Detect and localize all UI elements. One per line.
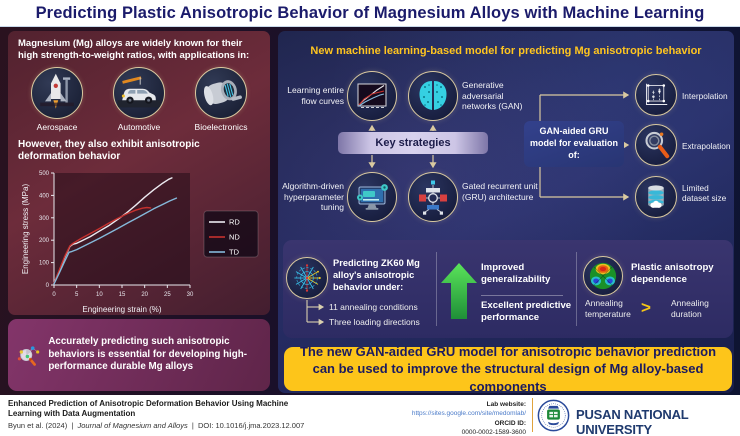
divider (481, 295, 563, 296)
svg-text:10: 10 (96, 292, 103, 298)
footer: Enhanced Prediction of Anisotropic Defor… (0, 395, 740, 436)
orcid-value: 0000-0002-1589-3600 (461, 429, 526, 436)
prediction-bullet-1: 11 annealing conditions (329, 302, 418, 312)
left-panel-mg-alloys: Magnesium (Mg) alloys are widely known f… (8, 31, 270, 315)
svg-text:200: 200 (39, 238, 50, 244)
application-label: Aerospace (36, 121, 78, 132)
svg-text:25: 25 (164, 292, 171, 298)
conclusion-banner: The new GAN-aided GRU model for anisotro… (284, 344, 732, 394)
key-strategies-bar: Key strategies (338, 132, 488, 154)
svg-text:300: 300 (39, 216, 50, 222)
svg-text:0: 0 (46, 283, 50, 289)
prediction-bullet-2: Three loading directions (329, 317, 420, 327)
strategy-label-hyperparameter: Algorithm-driven hyperparameter tuning (282, 181, 344, 213)
svg-text:ND: ND (229, 232, 240, 241)
car-icon (113, 66, 165, 119)
callout-text: Accurately predicting such anisotropic b… (48, 336, 248, 373)
svg-text:20: 20 (141, 292, 148, 298)
svg-text:15: 15 (119, 292, 126, 298)
flow-curves-icon (347, 71, 397, 121)
pnu-seal-icon (537, 399, 570, 432)
citation-separator: | (191, 421, 194, 430)
page-title: Predicting Plastic Anisotropic Behavior … (35, 3, 705, 22)
applications-row: Aerospace (18, 66, 260, 132)
application-label: Automotive (117, 121, 161, 132)
title-bar: Predicting Plastic Anisotropic Behavior … (0, 0, 740, 27)
green-up-arrow-icon (441, 263, 477, 319)
svg-text:RD: RD (229, 217, 240, 226)
gru-architecture-icon (408, 172, 458, 222)
evaluation-label-interpolation: Interpolation (682, 91, 728, 101)
mri-device-icon (195, 66, 247, 119)
application-bioelectronics: Bioelectronics (182, 66, 260, 132)
citation-doi: DOI: 10.1016/j.jma.2023.12.007 (198, 421, 305, 430)
strategy-label-gru: Gated recurrent unit (GRU) architecture (462, 181, 538, 202)
lab-website-link[interactable]: https://sites.google.com/site/medomlab/ (411, 410, 526, 418)
citation-journal: Journal of Magnesium and Alloys (77, 421, 188, 430)
magnifier-network-icon (17, 346, 40, 366)
citation-authors: Byun et al. (2024) (8, 421, 68, 430)
gan-gru-evaluation-box: GAN-aided GRU model for evaluation of: (524, 121, 624, 167)
greater-than-symbol: > (641, 298, 651, 317)
lab-info: Lab website: https://sites.google.com/si… (396, 400, 526, 436)
application-automotive: Automotive (100, 66, 178, 132)
divider (576, 252, 577, 326)
svg-text:5: 5 (75, 292, 79, 298)
dependence-heading: Plastic anisotropy dependence (631, 262, 714, 286)
svg-text:0: 0 (52, 292, 56, 298)
citation: Byun et al. (2024) | Journal of Magnesiu… (8, 421, 368, 430)
results-strip: Predicting ZK60 Mg alloy's anisotropic b… (283, 240, 733, 338)
citation-separator: | (71, 421, 74, 430)
orcid-label: ORCID ID: (494, 419, 526, 427)
hyperparameter-computer-icon (347, 172, 397, 222)
right-panel-ml-model: New machine learning-based model for pre… (278, 31, 734, 394)
svg-text:30: 30 (187, 292, 194, 298)
extrapolation-magnifier-icon (635, 124, 677, 166)
gan-brain-icon (408, 71, 458, 121)
svg-text:500: 500 (39, 171, 50, 177)
university-name: PUSAN NATIONAL UNIVERSITY (576, 407, 689, 436)
performance-line2: Excellent predictive performance (481, 300, 572, 324)
intro-text: Magnesium (Mg) alloys are widely known f… (18, 38, 250, 61)
contour-pole-figure-icon (583, 256, 623, 296)
divider (436, 252, 437, 326)
svg-text:400: 400 (39, 193, 50, 199)
lab-website-label: Lab website: (486, 401, 526, 408)
callout-box: Accurately predicting such anisotropic b… (8, 319, 270, 391)
svg-text:TD: TD (229, 247, 240, 256)
paper-title: Enhanced Prediction of Anisotropic Defor… (8, 399, 289, 419)
evaluation-label-extrapolation: Extrapolation (682, 141, 731, 151)
application-label: Bioelectronics (194, 121, 248, 132)
radial-network-icon (286, 257, 328, 299)
performance-line1: Improved generalizability (481, 262, 551, 286)
svg-text:100: 100 (39, 260, 50, 266)
strategy-label-gan: Generative adversarial networks (GAN) (462, 80, 523, 112)
evaluation-label-limited-dataset: Limited dataset size (682, 183, 727, 204)
ml-model-heading: New machine learning-based model for pre… (310, 45, 702, 57)
dependence-less: Annealing duration (671, 298, 709, 319)
application-aerospace: Aerospace (18, 66, 96, 132)
main-canvas: Magnesium (Mg) alloys are widely known f… (0, 27, 740, 395)
svg-text:Engineering stress (MPa): Engineering stress (MPa) (21, 183, 30, 274)
dependence-greater: Annealing temperature (585, 298, 631, 319)
svg-text:Engineering strain (%): Engineering strain (%) (82, 305, 161, 314)
divider (532, 398, 533, 432)
interpolation-icon (635, 74, 677, 116)
prediction-heading: Predicting ZK60 Mg alloy's anisotropic b… (333, 258, 420, 293)
strategy-label-flow-curves: Learning entire flow curves (287, 85, 344, 106)
problem-text: However, they also exhibit anisotropic d… (18, 138, 200, 163)
rocket-icon (31, 66, 83, 119)
database-icon (635, 176, 677, 218)
